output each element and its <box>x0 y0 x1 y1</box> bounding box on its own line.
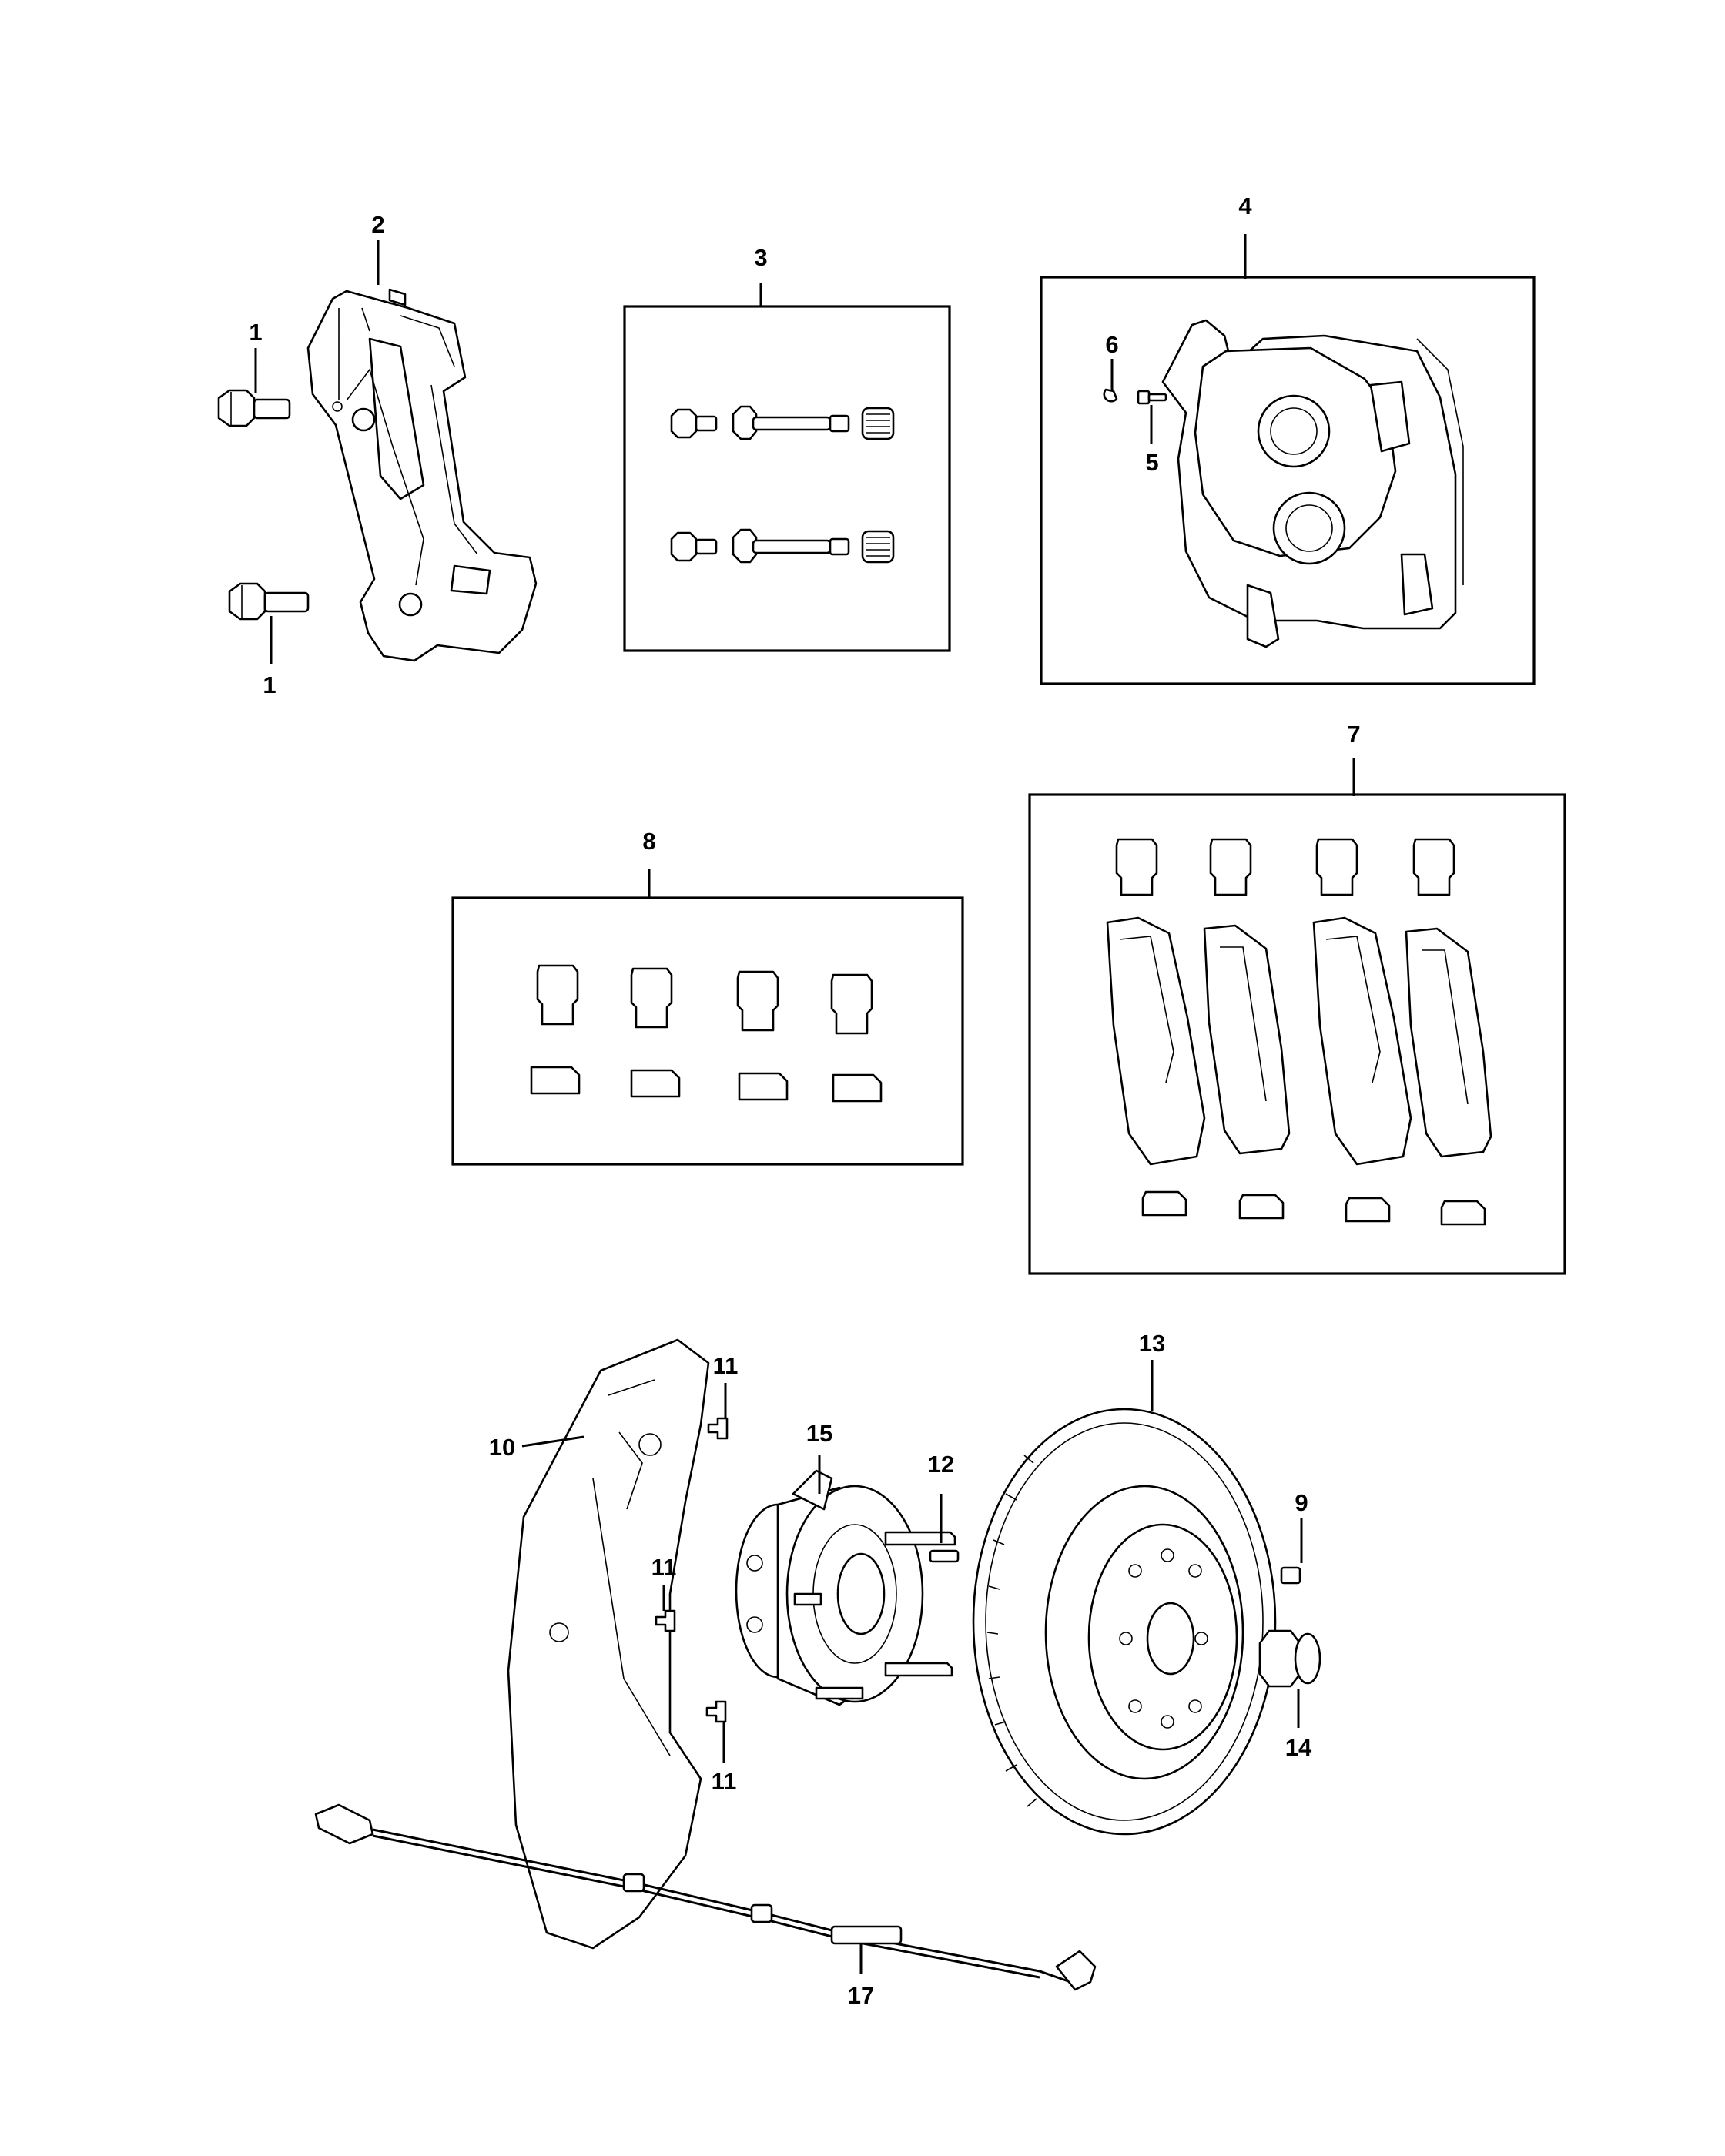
leader-line-10 <box>521 1435 584 1448</box>
callout-17: 17 <box>848 1982 874 2009</box>
callout-2: 2 <box>371 211 384 238</box>
pad-clip-row-top <box>1115 838 1455 896</box>
bracket-bolt-upper <box>217 389 291 427</box>
callout-11-mid: 11 <box>651 1554 677 1581</box>
bleeder-cap <box>1103 388 1118 403</box>
callout-9: 9 <box>1295 1489 1308 1516</box>
callout-3: 3 <box>754 244 767 271</box>
caliper-box <box>1040 276 1536 685</box>
brake-pad-kit-box <box>1028 793 1566 1275</box>
shield-clip-top <box>707 1417 729 1440</box>
wheel-speed-sensor <box>314 1803 1097 1991</box>
pad-hardware-box <box>451 896 964 1166</box>
callout-4: 4 <box>1238 192 1252 219</box>
callout-10: 10 <box>489 1434 515 1461</box>
bracket-bolt-lower <box>228 582 310 621</box>
brake-pad-set <box>1106 916 1492 1166</box>
callout-6: 6 <box>1105 331 1118 358</box>
callout-13: 13 <box>1139 1330 1165 1357</box>
brake-rotor <box>972 1408 1277 1836</box>
callout-1-upper: 1 <box>249 319 262 346</box>
hardware-clip-row-top <box>536 964 873 1035</box>
caliper-bracket <box>306 288 538 662</box>
shield-clip-mid <box>655 1609 676 1632</box>
callout-8: 8 <box>642 828 655 855</box>
guide-pin-set-upper <box>670 405 895 440</box>
dust-shield <box>507 1338 710 1950</box>
callout-7: 7 <box>1347 721 1360 748</box>
shield-clip-bottom <box>705 1700 727 1723</box>
callout-5: 5 <box>1145 449 1158 476</box>
guide-pin-set-lower <box>670 528 895 564</box>
bleeder-screw <box>1137 390 1167 405</box>
guide-pin-kit-box <box>623 305 951 652</box>
callout-12: 12 <box>928 1451 954 1478</box>
wheel-stud <box>929 1549 960 1563</box>
hardware-clip-row-bottom <box>530 1066 883 1103</box>
hub-bearing <box>735 1469 956 1706</box>
brake-caliper <box>1161 319 1464 648</box>
pad-clip-row-bottom <box>1141 1190 1486 1226</box>
rotor-screw <box>1280 1566 1301 1585</box>
callout-11-top: 11 <box>713 1352 739 1379</box>
hub-nut <box>1258 1629 1321 1688</box>
callout-15: 15 <box>806 1420 832 1447</box>
callout-14: 14 <box>1285 1734 1312 1761</box>
callout-11-bottom: 11 <box>712 1768 737 1795</box>
callout-1-lower: 1 <box>263 671 276 698</box>
